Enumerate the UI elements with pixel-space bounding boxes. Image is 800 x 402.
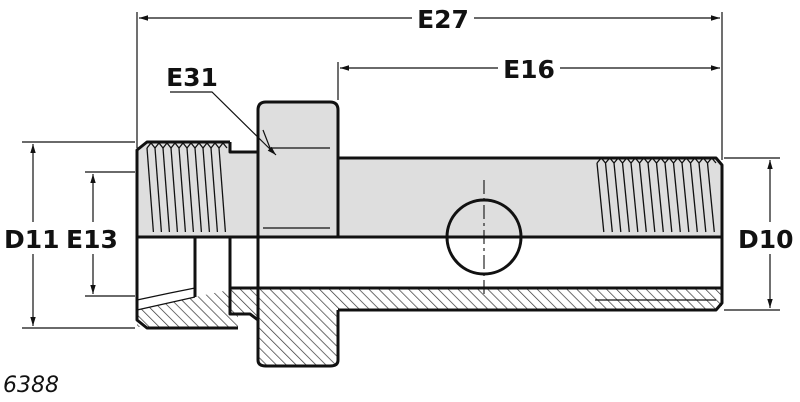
dimension-d11-label: D11	[4, 225, 60, 254]
dimension-e27-label: E27	[417, 5, 469, 34]
reference-number: 6388	[3, 373, 59, 398]
right-thread	[596, 156, 717, 233]
dimension-d10-label: D10	[738, 225, 794, 254]
part-outline	[135, 100, 724, 368]
dimension-e31-label: E31	[166, 63, 218, 92]
left-thread	[146, 141, 228, 233]
dimension-e16-label: E16	[503, 55, 555, 84]
section-view	[137, 287, 722, 366]
center-lines	[430, 180, 540, 296]
dimension-e13-label: E13	[66, 225, 118, 254]
